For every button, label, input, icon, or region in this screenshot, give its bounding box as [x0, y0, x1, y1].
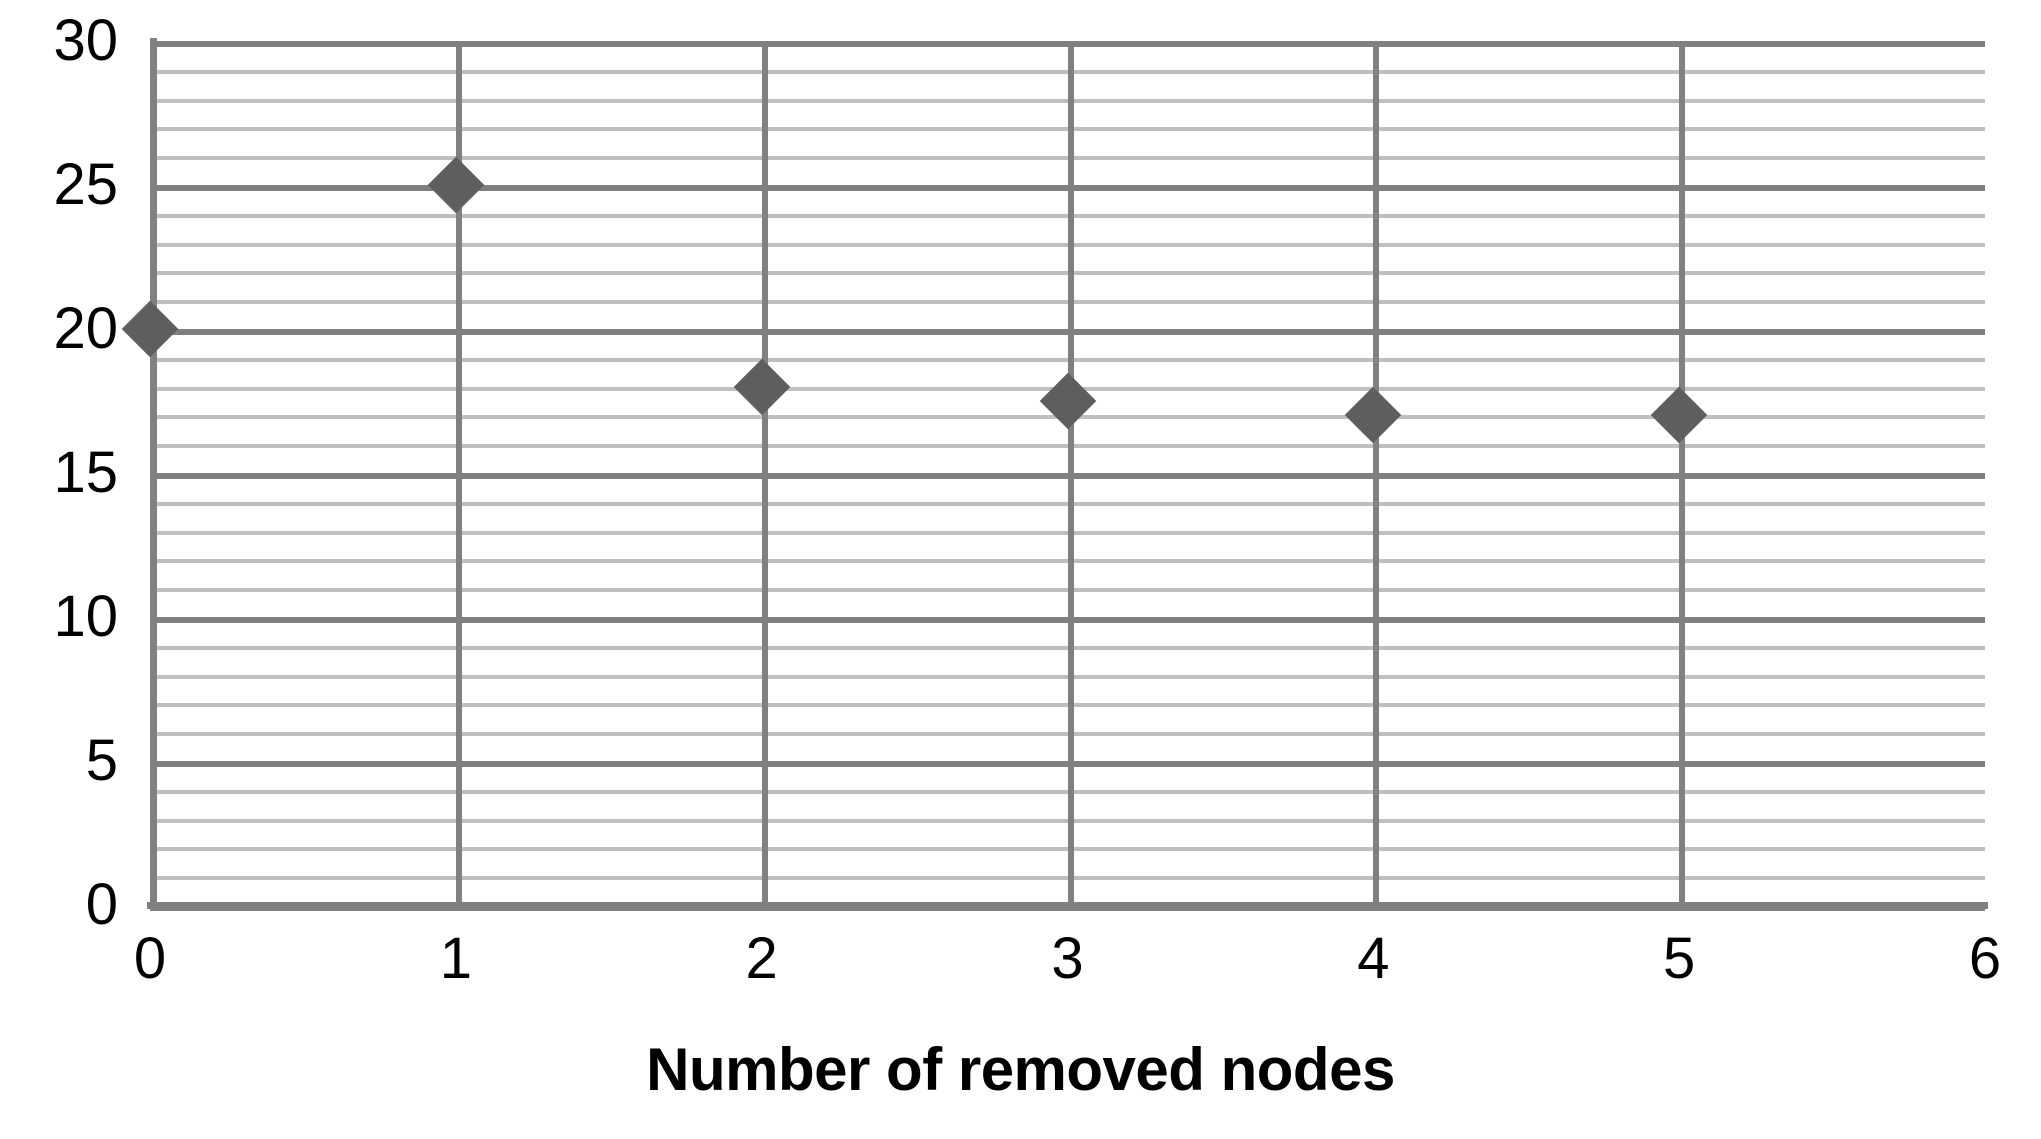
x-axis-tick-label: 4: [1357, 926, 1390, 991]
y-axis-tick-label: 30: [53, 8, 118, 73]
y-axis-line: [150, 38, 157, 910]
y-axis-tick-labels: 0 5 10 15 20 25 30: [0, 0, 118, 1139]
x-axis-tick-label: 1: [439, 926, 472, 991]
gridline-vertical-major: [455, 41, 462, 905]
x-axis-line: [147, 902, 1988, 909]
y-axis-tick-label: 0: [85, 872, 118, 937]
plot-area: [150, 41, 1985, 911]
gridline-vertical-major: [1067, 41, 1074, 905]
x-axis-tick-label: 3: [1051, 926, 1084, 991]
x-axis-tick-label: 2: [745, 926, 778, 991]
y-axis-tick-label: 25: [53, 152, 118, 217]
gridline-vertical-major: [761, 41, 768, 905]
x-axis-tick-label: 5: [1663, 926, 1696, 991]
x-axis-tick-label: 0: [133, 926, 167, 991]
gridline-vertical-major: [1373, 41, 1380, 905]
y-axis-tick-label: 15: [53, 440, 118, 505]
y-axis-tick-label: 10: [53, 584, 118, 649]
x-axis-tick-label: 6: [1968, 926, 2002, 991]
gridline-vertical-major: [1679, 41, 1686, 905]
y-axis-tick-label: 20: [53, 296, 118, 361]
x-axis-title: Number of removed nodes: [646, 1036, 1395, 1103]
y-axis-tick-label: 5: [85, 728, 118, 793]
